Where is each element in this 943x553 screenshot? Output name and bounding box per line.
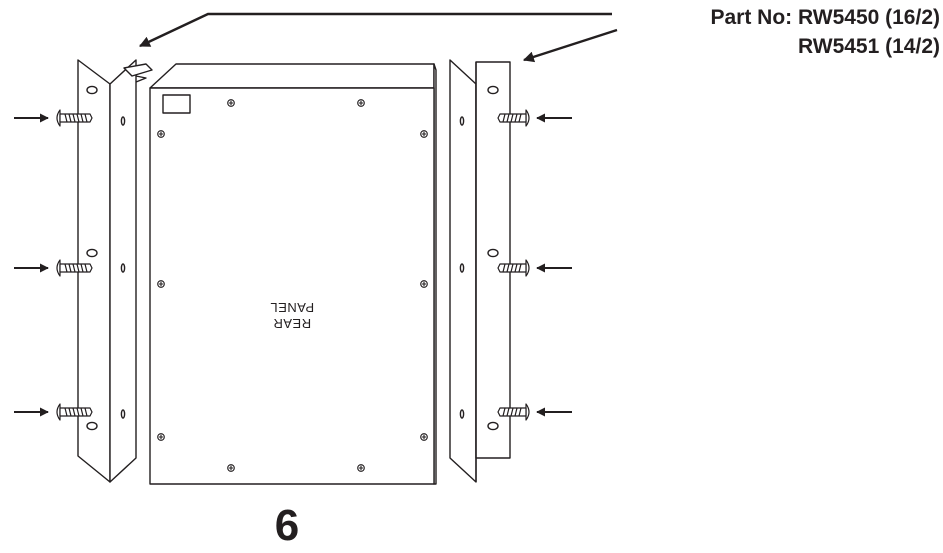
screw: [497, 403, 530, 421]
ear-slot: [459, 116, 465, 126]
rear-panel-label: REAR PANEL: [270, 300, 314, 331]
callout-leader-left: [139, 12, 612, 48]
ear-slot: [120, 263, 126, 273]
ear-slot: [120, 409, 126, 419]
right-rack-ear: [449, 59, 511, 483]
ear-tab: [123, 63, 153, 77]
rear-panel-label-line2: PANEL: [270, 300, 314, 315]
right-screws: [497, 109, 530, 421]
ear-hole: [487, 85, 499, 95]
label-window: [162, 94, 191, 114]
screw: [497, 259, 530, 277]
ear-slot: [459, 263, 465, 273]
ear-slot: [120, 116, 126, 126]
insertion-arrows: [14, 113, 572, 417]
screw: [56, 109, 93, 127]
ear-hole: [487, 248, 499, 258]
left-rack-ear: [77, 59, 153, 483]
ear-slot: [459, 409, 465, 419]
callout-leader-right: [522, 28, 618, 63]
ear-hole: [86, 248, 98, 258]
left-screws: [56, 109, 93, 421]
screw: [56, 403, 93, 421]
chassis: [149, 63, 437, 485]
ear-hole: [86, 85, 98, 95]
part-number-label-alt: RW5451 (14/2): [798, 35, 940, 58]
step-number: 6: [275, 501, 299, 548]
rear-panel: [149, 87, 435, 485]
part-number-label: Part No: RW5450 (16/2): [710, 6, 940, 29]
screw: [497, 109, 530, 127]
screw: [56, 259, 93, 277]
rear-panel-label-line1: REAR: [273, 316, 311, 331]
callout-leaders: [139, 12, 618, 63]
ear-hole: [86, 421, 98, 431]
ear-hole: [487, 421, 499, 431]
panel-screws: [157, 99, 428, 472]
